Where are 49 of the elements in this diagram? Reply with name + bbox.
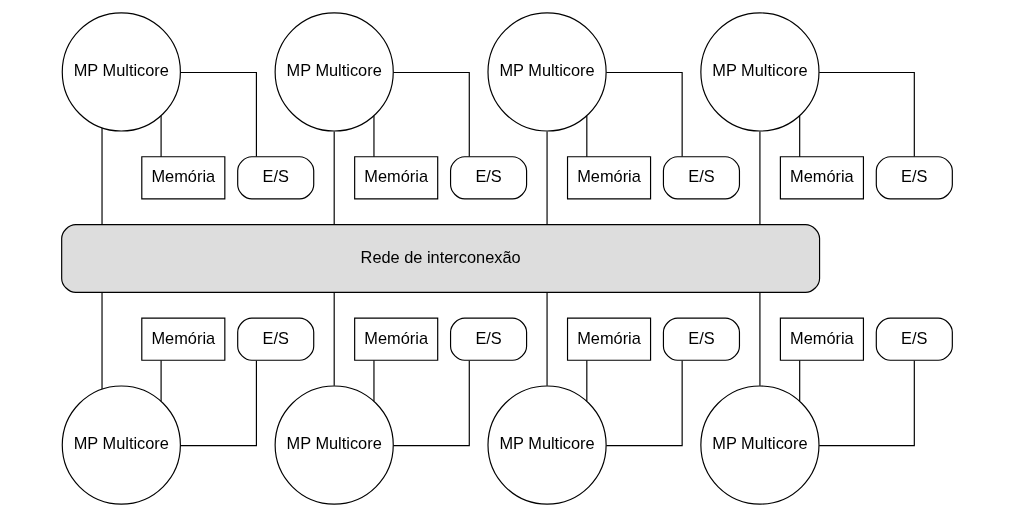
connector	[585, 360, 587, 402]
node-box: Memória	[779, 317, 864, 361]
connector	[798, 115, 800, 158]
node-circle: MP Multicore	[699, 385, 820, 505]
node-box: Memória	[140, 156, 225, 200]
node-box: E/S	[875, 156, 953, 200]
connector	[372, 115, 375, 158]
node-box: E/S	[236, 317, 314, 361]
connector	[100, 292, 103, 390]
connector	[798, 360, 800, 402]
connector	[758, 292, 760, 387]
connector	[818, 360, 915, 447]
node-circle: MP Multicore	[699, 12, 820, 132]
node-box: Rede de interconexão	[60, 224, 820, 293]
connector	[605, 360, 683, 447]
node-box: Memória	[779, 156, 864, 200]
node-box: Memória	[566, 156, 651, 200]
connector	[392, 71, 470, 158]
connector	[160, 360, 162, 402]
node-circle: MP Multicore	[61, 12, 181, 132]
node-box: Memória	[353, 317, 438, 361]
connector	[758, 130, 760, 226]
connector	[392, 360, 470, 447]
connector	[545, 292, 548, 387]
node-box: Memória	[140, 317, 225, 361]
node-box: Memória	[353, 156, 438, 200]
node-box: E/S	[236, 156, 314, 200]
connector	[818, 71, 915, 158]
node-circle: MP Multicore	[274, 12, 394, 132]
node-circle: MP Multicore	[486, 12, 607, 132]
connector	[333, 130, 335, 226]
node-circle: MP Multicore	[274, 385, 394, 505]
node-box: E/S	[662, 156, 740, 200]
connector	[605, 71, 683, 158]
connector	[160, 115, 162, 158]
connector	[179, 360, 257, 447]
node-circle: MP Multicore	[61, 385, 181, 505]
node-circle: MP Multicore	[486, 385, 607, 505]
connector	[179, 71, 257, 158]
node-box: E/S	[449, 156, 527, 200]
node-box: E/S	[662, 317, 740, 361]
connector	[585, 115, 587, 158]
connector	[100, 127, 103, 225]
connector	[545, 130, 548, 226]
node-box: E/S	[875, 317, 953, 361]
node-box: E/S	[449, 317, 527, 361]
connector	[372, 360, 375, 402]
connector	[333, 292, 335, 387]
node-box: Memória	[566, 317, 651, 361]
